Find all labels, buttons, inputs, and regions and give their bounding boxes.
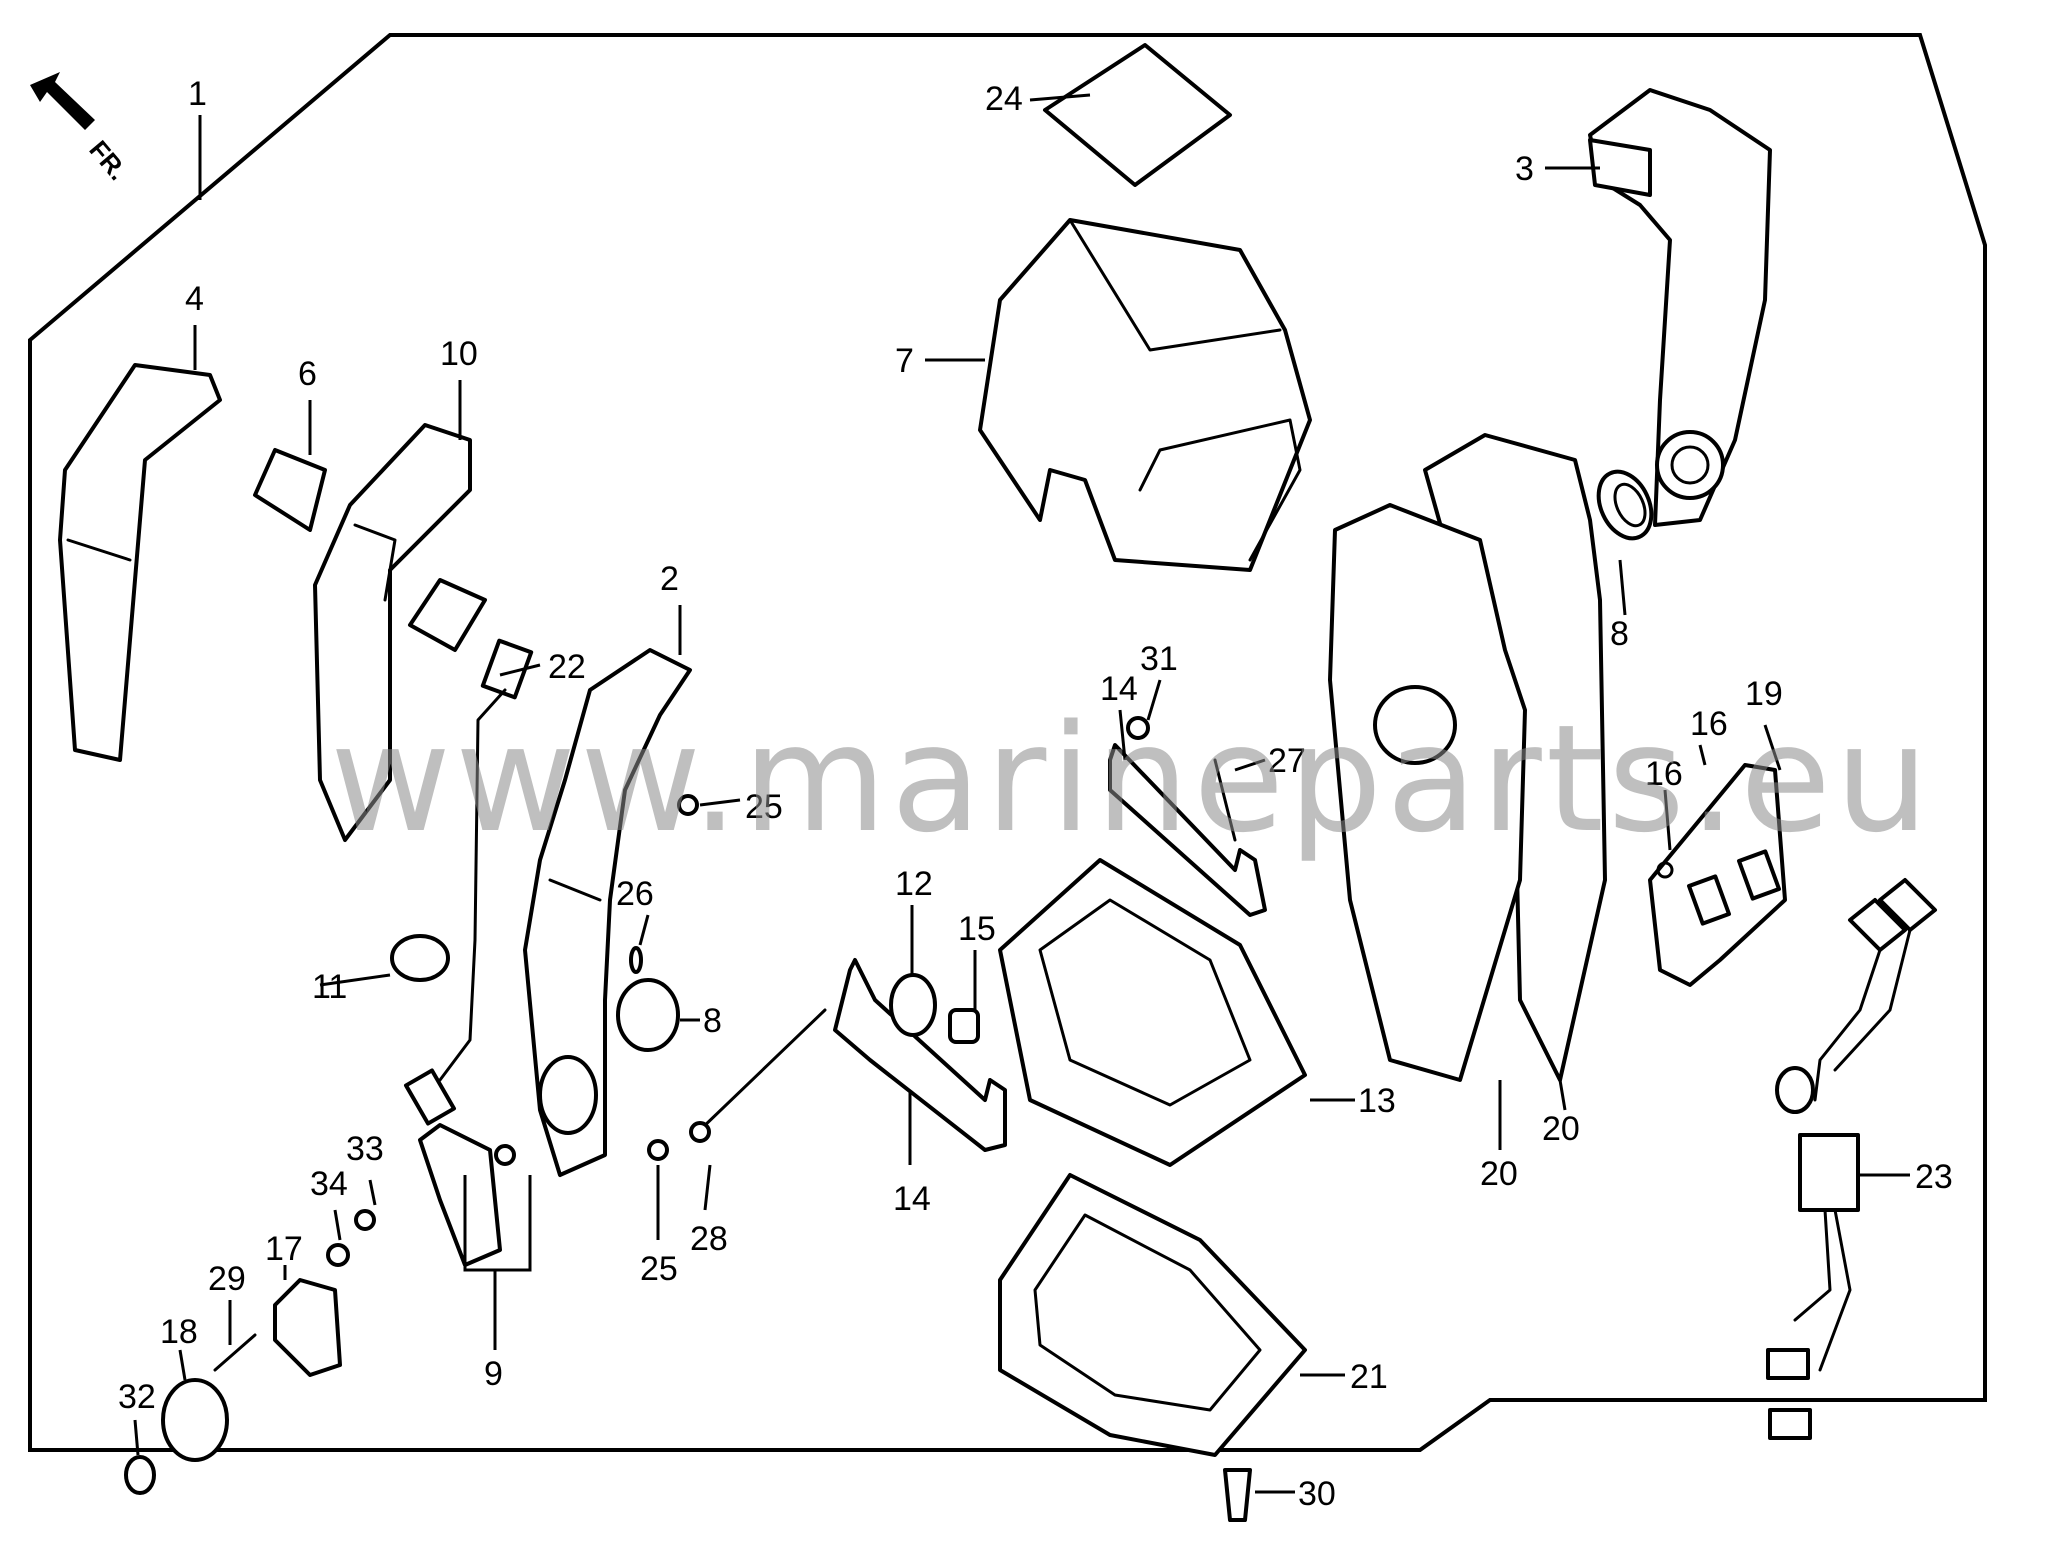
part-washer-32 (124, 1455, 156, 1495)
part-cap (253, 448, 327, 532)
callout-1: 1 (188, 75, 207, 113)
callout-19: 19 (1745, 675, 1783, 713)
part-base-frame (998, 858, 1307, 1167)
part-pad (408, 578, 487, 652)
part-bracket-upper (1108, 743, 1267, 917)
part-side-housing-inner (1328, 503, 1527, 1082)
callout-11: 11 (312, 968, 347, 1006)
callout-28: 28 (690, 1220, 728, 1258)
part-bracket-lower (833, 958, 1007, 1152)
part-bolt-9 (494, 1144, 516, 1166)
callout-24: 24 (985, 80, 1023, 118)
part-ring-lower (616, 978, 680, 1052)
part-cover (978, 218, 1312, 572)
callout-25-upper: 25 (745, 788, 783, 826)
part-plate (418, 1123, 502, 1267)
callout-6: 6 (298, 355, 317, 393)
callout-31: 31 (1140, 640, 1178, 678)
callout-26: 26 (616, 875, 654, 913)
callout-4: 4 (185, 280, 204, 318)
part-pin (629, 946, 643, 974)
callout-14-lower: 14 (893, 1180, 931, 1218)
callout-32: 32 (118, 1378, 156, 1416)
callout-3: 3 (1515, 150, 1534, 188)
part-collar (273, 1278, 342, 1377)
part-switch-panel (1648, 763, 1787, 987)
part-bolt-27 (1213, 758, 1237, 842)
part-knob (161, 1378, 229, 1462)
callout-20-left: 20 (1480, 1155, 1518, 1193)
callout-8-lower: 8 (703, 1002, 722, 1040)
callout-27: 27 (1268, 742, 1306, 780)
callout-15: 15 (958, 910, 996, 948)
callout-29: 29 (208, 1260, 246, 1298)
callout-34: 34 (310, 1165, 348, 1203)
callout-10: 10 (440, 335, 478, 373)
part-grommet (390, 934, 450, 982)
callout-16-upper: 16 (1690, 705, 1728, 743)
callout-22: 22 (548, 648, 586, 686)
part-nut-33 (354, 1209, 376, 1231)
part-clip (948, 1008, 980, 1044)
callout-17: 17 (265, 1230, 303, 1268)
callout-30: 30 (1298, 1475, 1336, 1513)
callout-23: 23 (1915, 1158, 1953, 1196)
callout-2: 2 (660, 560, 679, 598)
part-wiring-harness (1766, 878, 1937, 1440)
callout-33: 33 (346, 1130, 384, 1168)
callout-14-upper: 14 (1100, 670, 1138, 708)
callout-12: 12 (895, 865, 933, 903)
part-long-screw (698, 1008, 827, 1132)
callout-13: 13 (1358, 1082, 1396, 1120)
part-shaft (213, 1333, 257, 1372)
part-decal (1043, 43, 1232, 187)
part-bolt-30 (1223, 1468, 1252, 1522)
part-clamp (889, 973, 937, 1037)
callout-18: 18 (160, 1313, 198, 1351)
part-nut-31 (1126, 716, 1150, 740)
callout-16-lower: 16 (1645, 755, 1683, 793)
callout-9: 9 (484, 1355, 503, 1393)
part-ring-upper (1596, 469, 1654, 541)
part-screw-lower (647, 1139, 669, 1161)
part-lever-throttle (313, 423, 472, 842)
front-indicator-label: FR. (83, 135, 133, 186)
watermark-text: www.marineparts.eu (330, 693, 1933, 865)
callout-25-lower: 25 (640, 1250, 678, 1288)
part-handle-grip (1588, 88, 1772, 527)
part-screw-upper (677, 794, 699, 816)
callout-20-right: 20 (1542, 1110, 1580, 1148)
leader-lines (133, 93, 1910, 1494)
callout-8-upper: 8 (1610, 615, 1629, 653)
callout-7: 7 (895, 342, 914, 380)
front-arrow-icon (30, 72, 95, 130)
part-washer-34 (326, 1243, 350, 1267)
diagram-border (28, 33, 1987, 1452)
part-gasket (998, 1173, 1307, 1457)
part-lever-left (58, 363, 222, 762)
callout-labels: 1 2 3 4 6 7 8 8 9 10 11 12 13 14 14 15 1… (118, 75, 1953, 1513)
part-connector-22 (404, 638, 534, 1126)
part-main-handle (523, 648, 692, 1177)
callout-21: 21 (1350, 1358, 1388, 1396)
